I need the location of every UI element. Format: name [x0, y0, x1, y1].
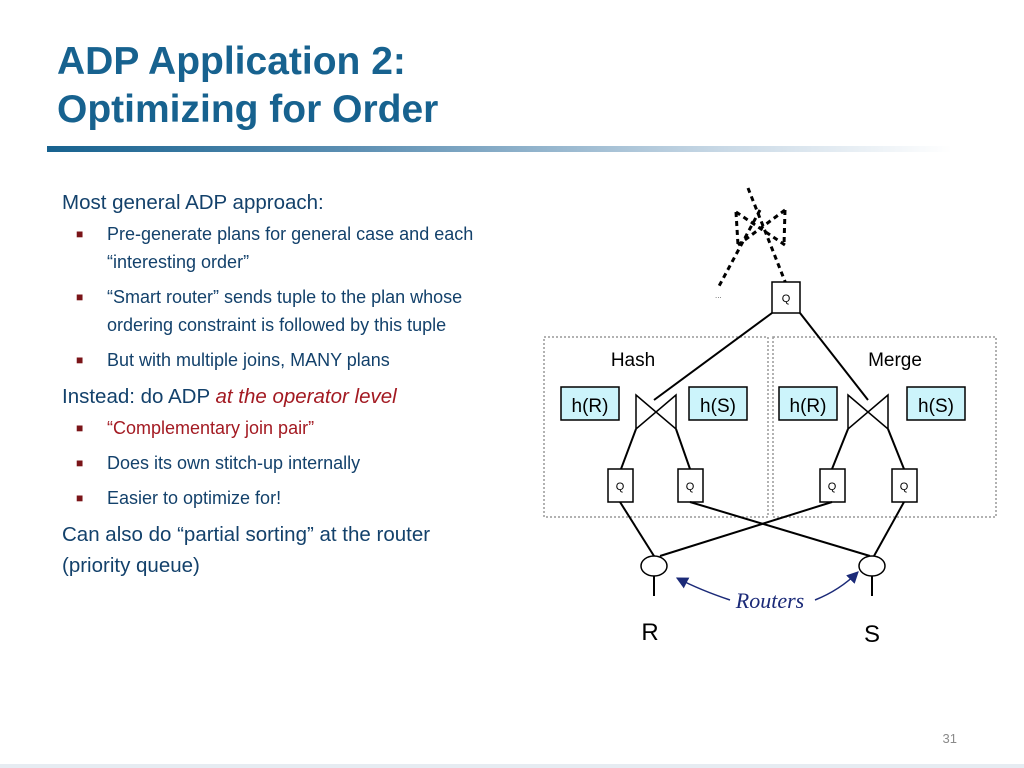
hash-s-label: h(S): [700, 396, 736, 417]
bullet-list: Most general ADP approach: ■ Pre-generat…: [62, 187, 502, 581]
routers-label: Routers: [735, 588, 804, 613]
title-underline: [47, 146, 952, 152]
merge-join-icon: [847, 393, 889, 431]
bullet-partial-sorting: Can also do “partial sorting” at the rou…: [62, 523, 431, 577]
square-bullet-icon: ■: [76, 290, 84, 304]
merge-plan-region: [772, 336, 997, 518]
bullet-text: Instead: do ADP: [62, 385, 216, 408]
queue-label: Q: [686, 481, 695, 493]
square-bullet-icon: ■: [76, 353, 84, 367]
title-line-2: Optimizing for Order: [57, 88, 439, 131]
emphasis-text: at the operator level: [215, 385, 397, 408]
merge-hash-s-label: h(S): [918, 396, 954, 417]
bullet-general-adp: Most general ADP approach:: [62, 191, 324, 214]
hash-r-box: [560, 386, 620, 421]
queue-box: [891, 468, 918, 503]
hash-s-box: [688, 386, 748, 421]
square-bullet-icon: ■: [76, 227, 84, 241]
sub-bullet-text: Pre-generate plans for general case and …: [107, 224, 474, 272]
router-r-icon: [640, 555, 668, 577]
hash-plan-region: [543, 336, 769, 518]
queue-box: [819, 468, 846, 503]
sub-bullet-text: But with multiple joins, MANY plans: [107, 350, 390, 370]
bullet-operator-level: Instead: do ADP at the operator level: [62, 381, 502, 412]
sub-bullet-text: Easier to optimize for!: [107, 488, 282, 508]
merge-hash-r-box: [778, 386, 838, 421]
sub-bullet-text: Does its own stitch-up internally: [107, 453, 361, 473]
sub-bullet-text: “Complementary join pair”: [107, 418, 315, 438]
sub-bullet-easier: ■ Easier to optimize for!: [62, 484, 502, 512]
merge-label: Merge: [868, 350, 922, 371]
sub-bullet-many-plans: ■ But with multiple joins, MANY plans: [62, 346, 502, 374]
sub-bullet-complementary: ■ “Complementary join pair”: [62, 414, 502, 442]
upstream-plan-dashed: [716, 187, 788, 289]
ellipsis-label: ...: [715, 291, 722, 300]
queue-label: Q: [616, 481, 625, 493]
queue-label: Q: [828, 481, 837, 493]
sub-bullet-stitch-up: ■ Does its own stitch-up internally: [62, 449, 502, 477]
square-bullet-icon: ■: [76, 491, 84, 505]
router-s-icon: [858, 555, 886, 577]
arrow-to-router-s: [814, 571, 859, 601]
queue-label: Q: [900, 481, 909, 493]
hash-label: Hash: [611, 350, 655, 371]
square-bullet-icon: ■: [76, 456, 84, 470]
hash-join-icon: [635, 393, 677, 431]
sub-bullet-smart-router: ■ “Smart router” sends tuple to the plan…: [62, 283, 502, 339]
page-number: 31: [942, 731, 957, 746]
join-plan-diagram: ... Q Hash Merge h(R) h(S) h(R) h(S) Q Q…: [543, 187, 997, 648]
source-r-label: R: [641, 619, 658, 646]
merge-hash-r-label: h(R): [790, 396, 827, 417]
source-s-label: S: [864, 621, 880, 648]
arrow-to-router-r: [675, 577, 731, 601]
sub-bullet-text: “Smart router” sends tuple to the plan w…: [107, 287, 463, 335]
footer-rule: [0, 764, 1024, 768]
queue-box: [677, 468, 704, 503]
slide-title: ADP Application 2: Optimizing for Order: [57, 38, 657, 134]
top-queue-label: Q: [782, 293, 791, 305]
square-bullet-icon: ■: [76, 421, 84, 435]
top-queue-box: [771, 281, 801, 314]
sub-bullet-pregenerate: ■ Pre-generate plans for general case an…: [62, 220, 502, 276]
merge-hash-s-box: [906, 386, 966, 421]
title-line-1: ADP Application 2:: [57, 40, 406, 83]
hash-r-label: h(R): [572, 396, 609, 417]
